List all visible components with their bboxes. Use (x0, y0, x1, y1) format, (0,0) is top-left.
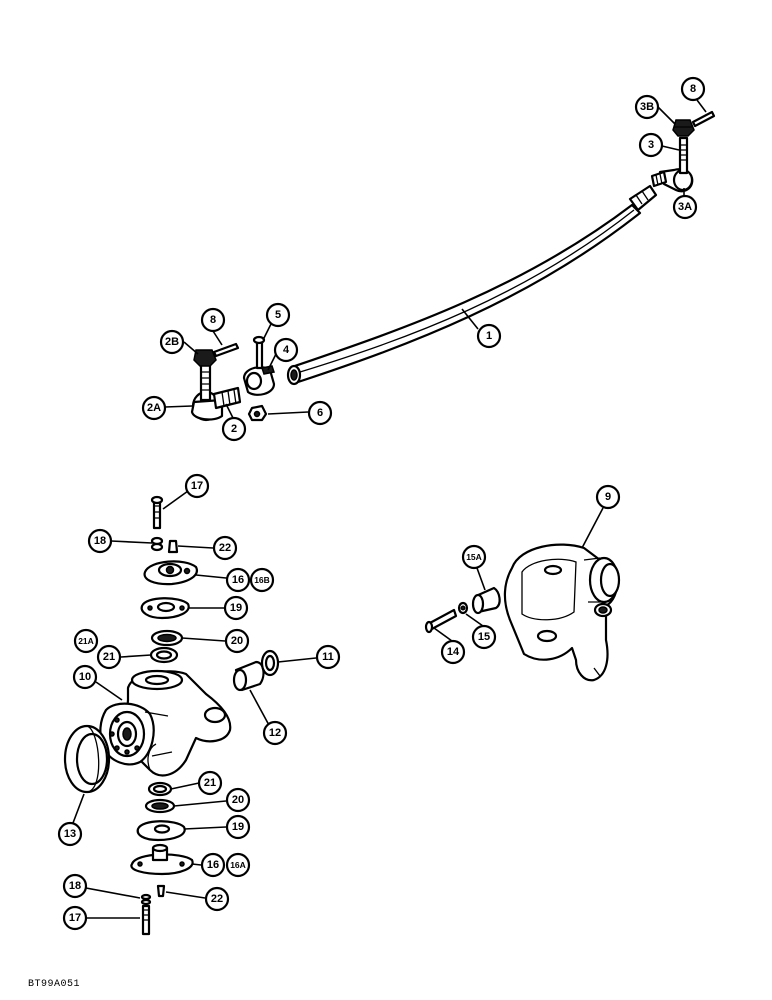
callout-3a: 3A (672, 194, 698, 220)
callout-15a: 15A (461, 544, 487, 570)
svg-text:4: 4 (283, 344, 290, 356)
svg-text:20: 20 (231, 635, 243, 647)
callout-14: 14 (440, 639, 466, 665)
callout-3b: 3B (634, 94, 660, 120)
svg-text:3B: 3B (640, 101, 654, 113)
svg-text:3: 3 (648, 139, 654, 151)
callout-22-bottom: 22 (204, 886, 230, 912)
svg-text:16: 16 (207, 859, 219, 871)
svg-text:21A: 21A (78, 636, 94, 646)
callout-19-bottom: 19 (225, 814, 251, 840)
right-tie-rod-end (650, 110, 716, 193)
svg-text:16: 16 (232, 574, 244, 586)
svg-text:17: 17 (69, 912, 81, 924)
callout-20-top: 20 (224, 628, 250, 654)
svg-text:20: 20 (232, 794, 244, 806)
svg-text:8: 8 (690, 83, 696, 95)
callout-16a: 16A (225, 852, 251, 878)
svg-text:22: 22 (219, 542, 231, 554)
callout-12: 12 (262, 720, 288, 746)
svg-text:3A: 3A (678, 201, 692, 213)
svg-text:16B: 16B (254, 575, 270, 585)
svg-text:5: 5 (275, 309, 281, 321)
callout-19-top: 19 (223, 595, 249, 621)
callout-13: 13 (57, 821, 83, 847)
svg-text:21: 21 (103, 651, 115, 663)
callout-21-top: 21 (96, 644, 122, 670)
svg-text:2A: 2A (147, 402, 161, 414)
svg-text:22: 22 (211, 893, 223, 905)
callout-17-top: 17 (184, 473, 210, 499)
callout-18-top: 18 (87, 528, 113, 554)
svg-text:15: 15 (478, 631, 490, 643)
svg-text:14: 14 (447, 646, 460, 658)
svg-text:18: 18 (94, 535, 106, 547)
svg-text:19: 19 (232, 821, 244, 833)
steering-knuckle-right (424, 543, 621, 682)
steering-knuckle-left (63, 495, 280, 936)
callout-2b: 2B (159, 329, 185, 355)
callout-11: 11 (315, 644, 341, 670)
svg-text:8: 8 (210, 314, 216, 326)
callout-5: 5 (265, 302, 291, 328)
callout-20-bottom: 20 (225, 787, 251, 813)
svg-text:12: 12 (269, 727, 281, 739)
callout-16-top: 16 (225, 567, 251, 593)
callout-18-bottom: 18 (62, 873, 88, 899)
svg-text:21: 21 (204, 777, 216, 789)
callout-17-bottom: 17 (62, 905, 88, 931)
tie-rod-clamp (242, 335, 276, 422)
callout-1: 1 (476, 323, 502, 349)
callout-8-left: 8 (200, 307, 226, 333)
svg-text:13: 13 (64, 828, 76, 840)
callout-8-right: 8 (680, 76, 706, 102)
tie-rod-tube (286, 184, 658, 386)
leader-lines (72, 99, 707, 919)
svg-text:18: 18 (69, 880, 81, 892)
svg-text:17: 17 (191, 480, 203, 492)
callout-16b: 16B (249, 567, 275, 593)
svg-text:10: 10 (79, 671, 91, 683)
svg-text:16A: 16A (230, 860, 246, 870)
callout-3: 3 (638, 132, 664, 158)
callout-21a: 21A (73, 628, 99, 654)
callout-4: 4 (273, 337, 299, 363)
callout-2a: 2A (141, 395, 167, 421)
svg-text:2: 2 (231, 423, 237, 435)
svg-text:11: 11 (322, 651, 334, 663)
left-tie-rod-end (190, 342, 242, 422)
svg-text:2B: 2B (165, 336, 179, 348)
callout-15: 15 (471, 624, 497, 650)
svg-text:6: 6 (317, 407, 323, 419)
callout-2: 2 (221, 416, 247, 442)
figure-code: BT99A051 (28, 979, 81, 990)
callout-10: 10 (72, 664, 98, 690)
callout-6: 6 (307, 400, 333, 426)
callout-22-top: 22 (212, 535, 238, 561)
svg-text:1: 1 (486, 330, 492, 342)
callout-21-bottom: 21 (197, 770, 223, 796)
svg-text:9: 9 (605, 491, 611, 503)
svg-text:19: 19 (230, 602, 242, 614)
callout-16-bottom: 16 (200, 852, 226, 878)
svg-text:15A: 15A (466, 552, 482, 562)
callout-9: 9 (595, 484, 621, 510)
